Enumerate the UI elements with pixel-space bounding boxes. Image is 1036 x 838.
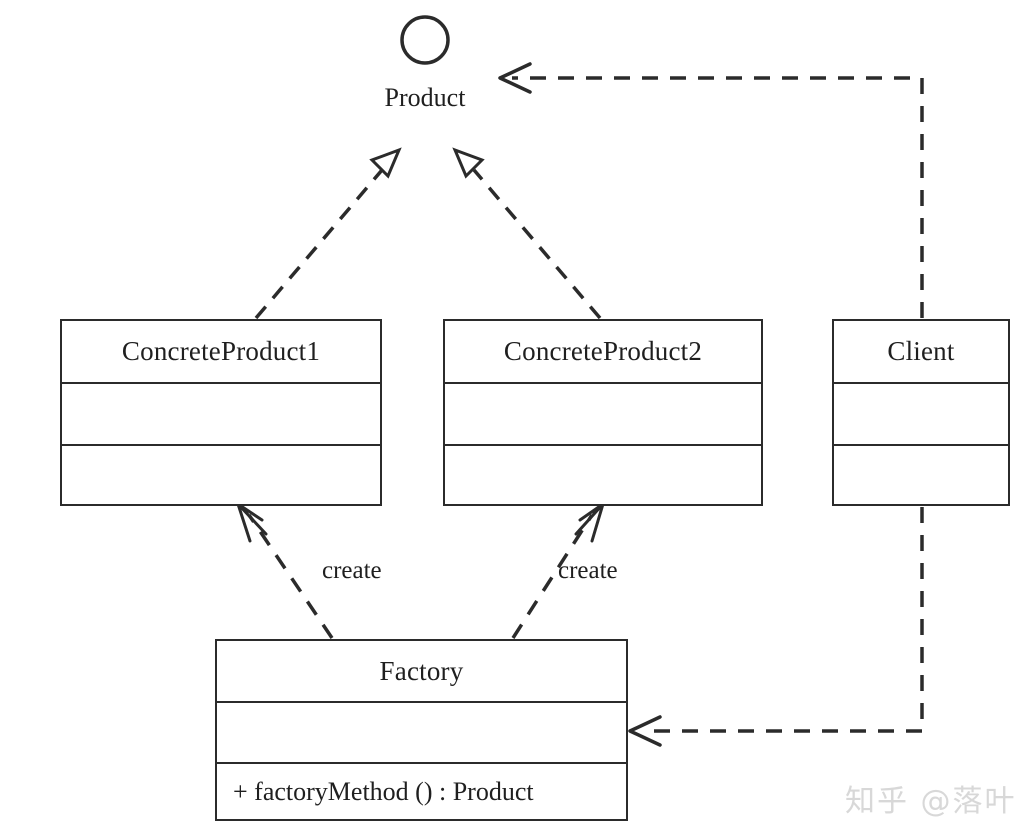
class-box-concreteproduct1[interactable]: ConcreteProduct1 [60,319,382,506]
watermark-text: 知乎 @落叶 [845,784,1017,819]
edge-label-create-left: create [322,557,382,584]
dependency-factory-to-concreteproduct1 [236,502,334,639]
edge-label-create-right: create [558,557,618,584]
factory-title: Factory [379,655,464,686]
concreteproduct2-operations-compartment [445,444,761,504]
concreteproduct1-name-compartment: ConcreteProduct1 [62,321,380,382]
dependency-factory-to-concreteproduct2 [511,502,605,639]
class-box-concreteproduct2[interactable]: ConcreteProduct2 [443,319,763,506]
factory-operations-compartment: + factoryMethod () : Product [217,762,626,819]
client-title: Client [887,336,955,366]
factory-attributes-compartment [217,701,626,762]
concreteproduct2-name-compartment: ConcreteProduct2 [445,321,761,382]
product-interface-label: Product [384,83,466,112]
product-interface-circle [400,15,450,65]
client-operations-compartment [834,444,1008,504]
concreteproduct2-attributes-compartment [445,382,761,444]
concreteproduct2-title: ConcreteProduct2 [503,336,703,366]
client-name-compartment: Client [834,321,1008,382]
client-attributes-compartment [834,382,1008,444]
class-box-factory[interactable]: Factory + factoryMethod () : Product [215,639,628,821]
class-box-client[interactable]: Client [832,319,1010,506]
factory-operation-factorymethod: + factoryMethod () : Product [233,776,534,806]
dependency-client-to-product [498,62,924,318]
concreteproduct1-operations-compartment [62,444,380,504]
realization-concreteproduct1-to-product [254,147,402,320]
concreteproduct1-attributes-compartment [62,382,380,444]
factory-name-compartment: Factory [217,641,626,701]
realization-concreteproduct2-to-product [452,147,602,320]
concreteproduct1-title: ConcreteProduct1 [121,336,321,366]
dependency-client-to-factory [628,507,924,747]
